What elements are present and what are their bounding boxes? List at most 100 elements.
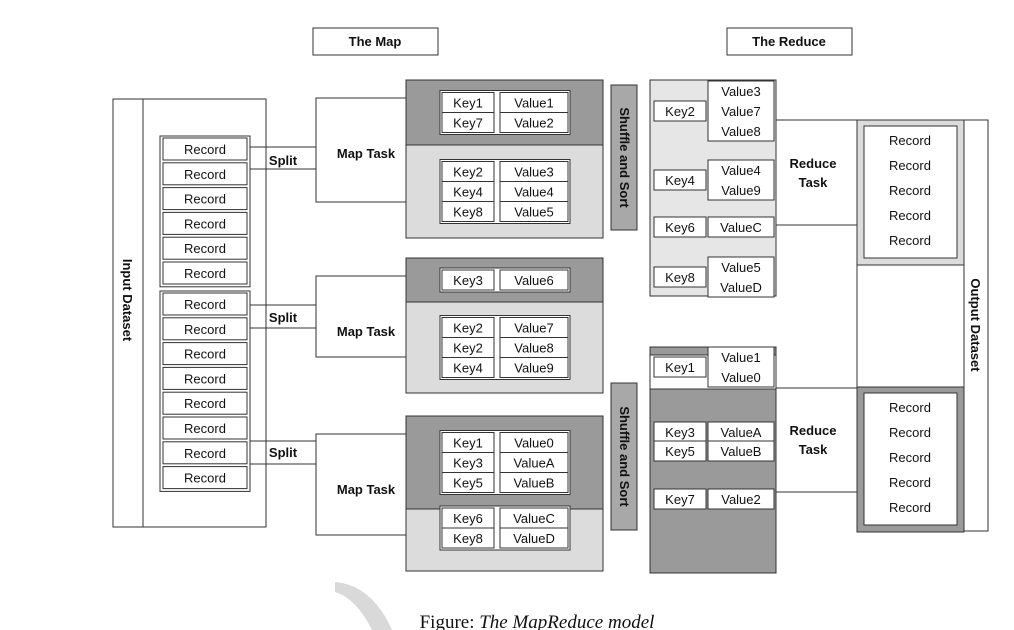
record-text: Record xyxy=(184,371,226,386)
kv-key: Key2 xyxy=(453,165,483,180)
kv-value-cell xyxy=(499,357,569,378)
reduce-value: Value3 xyxy=(721,84,761,99)
record-text: Record xyxy=(184,347,226,362)
record-cell xyxy=(162,211,248,235)
output-records: RecordRecordRecordRecordRecordRecordReco… xyxy=(856,119,965,533)
caption-title: The MapReduce model xyxy=(479,612,654,630)
kv-key-cell xyxy=(441,201,495,222)
record-text: Record xyxy=(184,471,226,486)
kv-value: Value0 xyxy=(514,436,554,451)
reduce-values-cell xyxy=(707,256,775,298)
reduce-header: The Reduce xyxy=(752,34,826,49)
kv-value: ValueC xyxy=(513,511,555,526)
reduce-tasks: Key2Value3Value7Value8Key4Value4Value9Ke… xyxy=(649,79,857,574)
output-record: Record xyxy=(889,233,931,248)
reduce-value: Value7 xyxy=(721,104,761,119)
caption-prefix: Figure: xyxy=(420,612,480,630)
kv-value: Value2 xyxy=(514,116,554,131)
map-task-label: Map Task xyxy=(337,482,396,497)
map-task-box xyxy=(315,433,407,536)
reduce-header-box xyxy=(726,27,853,56)
record-text: Record xyxy=(184,421,226,436)
watermark-arc xyxy=(335,582,392,630)
reduce-key-cell xyxy=(653,266,707,288)
split-label: Split xyxy=(269,445,298,460)
record-cell xyxy=(162,366,248,390)
kv-value: ValueA xyxy=(514,456,555,471)
kv-value-cell xyxy=(499,472,569,493)
kv-key: Key8 xyxy=(453,531,483,546)
map-task-label: Map Task xyxy=(337,324,396,339)
record-text: Record xyxy=(184,322,226,337)
reduce-value: Value2 xyxy=(721,492,761,507)
kv-key: Key3 xyxy=(453,273,483,288)
kv-key: Key7 xyxy=(453,116,483,131)
kv-value: ValueD xyxy=(513,531,555,546)
kv-key: Key1 xyxy=(453,436,483,451)
kv-key: Key1 xyxy=(453,96,483,111)
reduce-values-cell xyxy=(707,488,775,510)
split-label: Split xyxy=(269,310,298,325)
kv-value: Value3 xyxy=(514,165,554,180)
input-dataset-label: Input Dataset xyxy=(120,259,135,342)
map-header-box xyxy=(312,27,439,56)
kv-key-cell xyxy=(441,112,495,133)
reduce-key: Key4 xyxy=(665,173,695,188)
output-record: Record xyxy=(889,400,931,415)
kv-value: Value5 xyxy=(514,205,554,220)
reduce-value: Value0 xyxy=(721,370,761,385)
record-text: Record xyxy=(184,142,226,157)
record-cell xyxy=(162,236,248,260)
record-cell xyxy=(162,416,248,440)
reduce-key: Key2 xyxy=(665,104,695,119)
record-text: Record xyxy=(184,396,226,411)
reduce-value: Value5 xyxy=(721,260,761,275)
kv-key-cell xyxy=(441,357,495,378)
kv-value: Value4 xyxy=(514,185,554,200)
reduce-key-cell xyxy=(653,440,707,462)
kv-value: Value7 xyxy=(514,321,554,336)
reduce-task-label: Reduce xyxy=(790,156,837,171)
record-cell xyxy=(162,391,248,415)
reduce-values-cell xyxy=(707,346,775,388)
reduce-key: Key1 xyxy=(665,360,695,375)
kv-value: Value6 xyxy=(514,273,554,288)
reduce-key-cell xyxy=(653,169,707,191)
kv-key: Key6 xyxy=(453,511,483,526)
record-cell xyxy=(162,261,248,285)
map-task-box xyxy=(315,275,407,358)
reduce-value: Value1 xyxy=(721,350,761,365)
record-text: Record xyxy=(184,446,226,461)
figure-caption: Figure: The MapReduce model xyxy=(420,612,655,630)
reduce-value: ValueD xyxy=(720,280,762,295)
reduce-values-cell xyxy=(707,159,775,201)
kv-key-cell xyxy=(441,269,495,291)
kv-value-cell xyxy=(499,269,569,291)
kv-key: Key3 xyxy=(453,456,483,471)
kv-value: Value9 xyxy=(514,361,554,376)
kv-key: Key2 xyxy=(453,341,483,356)
reduce-value: Value8 xyxy=(721,124,761,139)
reduce-key-cell xyxy=(653,356,707,378)
reduce-task-label: Task xyxy=(799,175,828,190)
output-record: Record xyxy=(889,450,931,465)
map-header: The Map xyxy=(349,34,402,49)
input-records: RecordRecordRecordRecordRecordRecordReco… xyxy=(159,135,251,492)
kv-value: Value1 xyxy=(514,96,554,111)
kv-value-cell xyxy=(499,201,569,222)
reduce-value: Value4 xyxy=(721,163,761,178)
reduce-key-cell xyxy=(653,216,707,238)
shuffle-bar xyxy=(610,382,638,531)
reduce-key-cell xyxy=(653,100,707,122)
reduce-values-cell xyxy=(707,440,775,462)
output-record: Record xyxy=(889,183,931,198)
kv-value-cell xyxy=(499,112,569,133)
output-inner xyxy=(863,392,958,526)
record-cell xyxy=(162,187,248,211)
kv-value: ValueB xyxy=(514,476,555,491)
kv-key: Key2 xyxy=(453,321,483,336)
record-cell xyxy=(162,342,248,366)
